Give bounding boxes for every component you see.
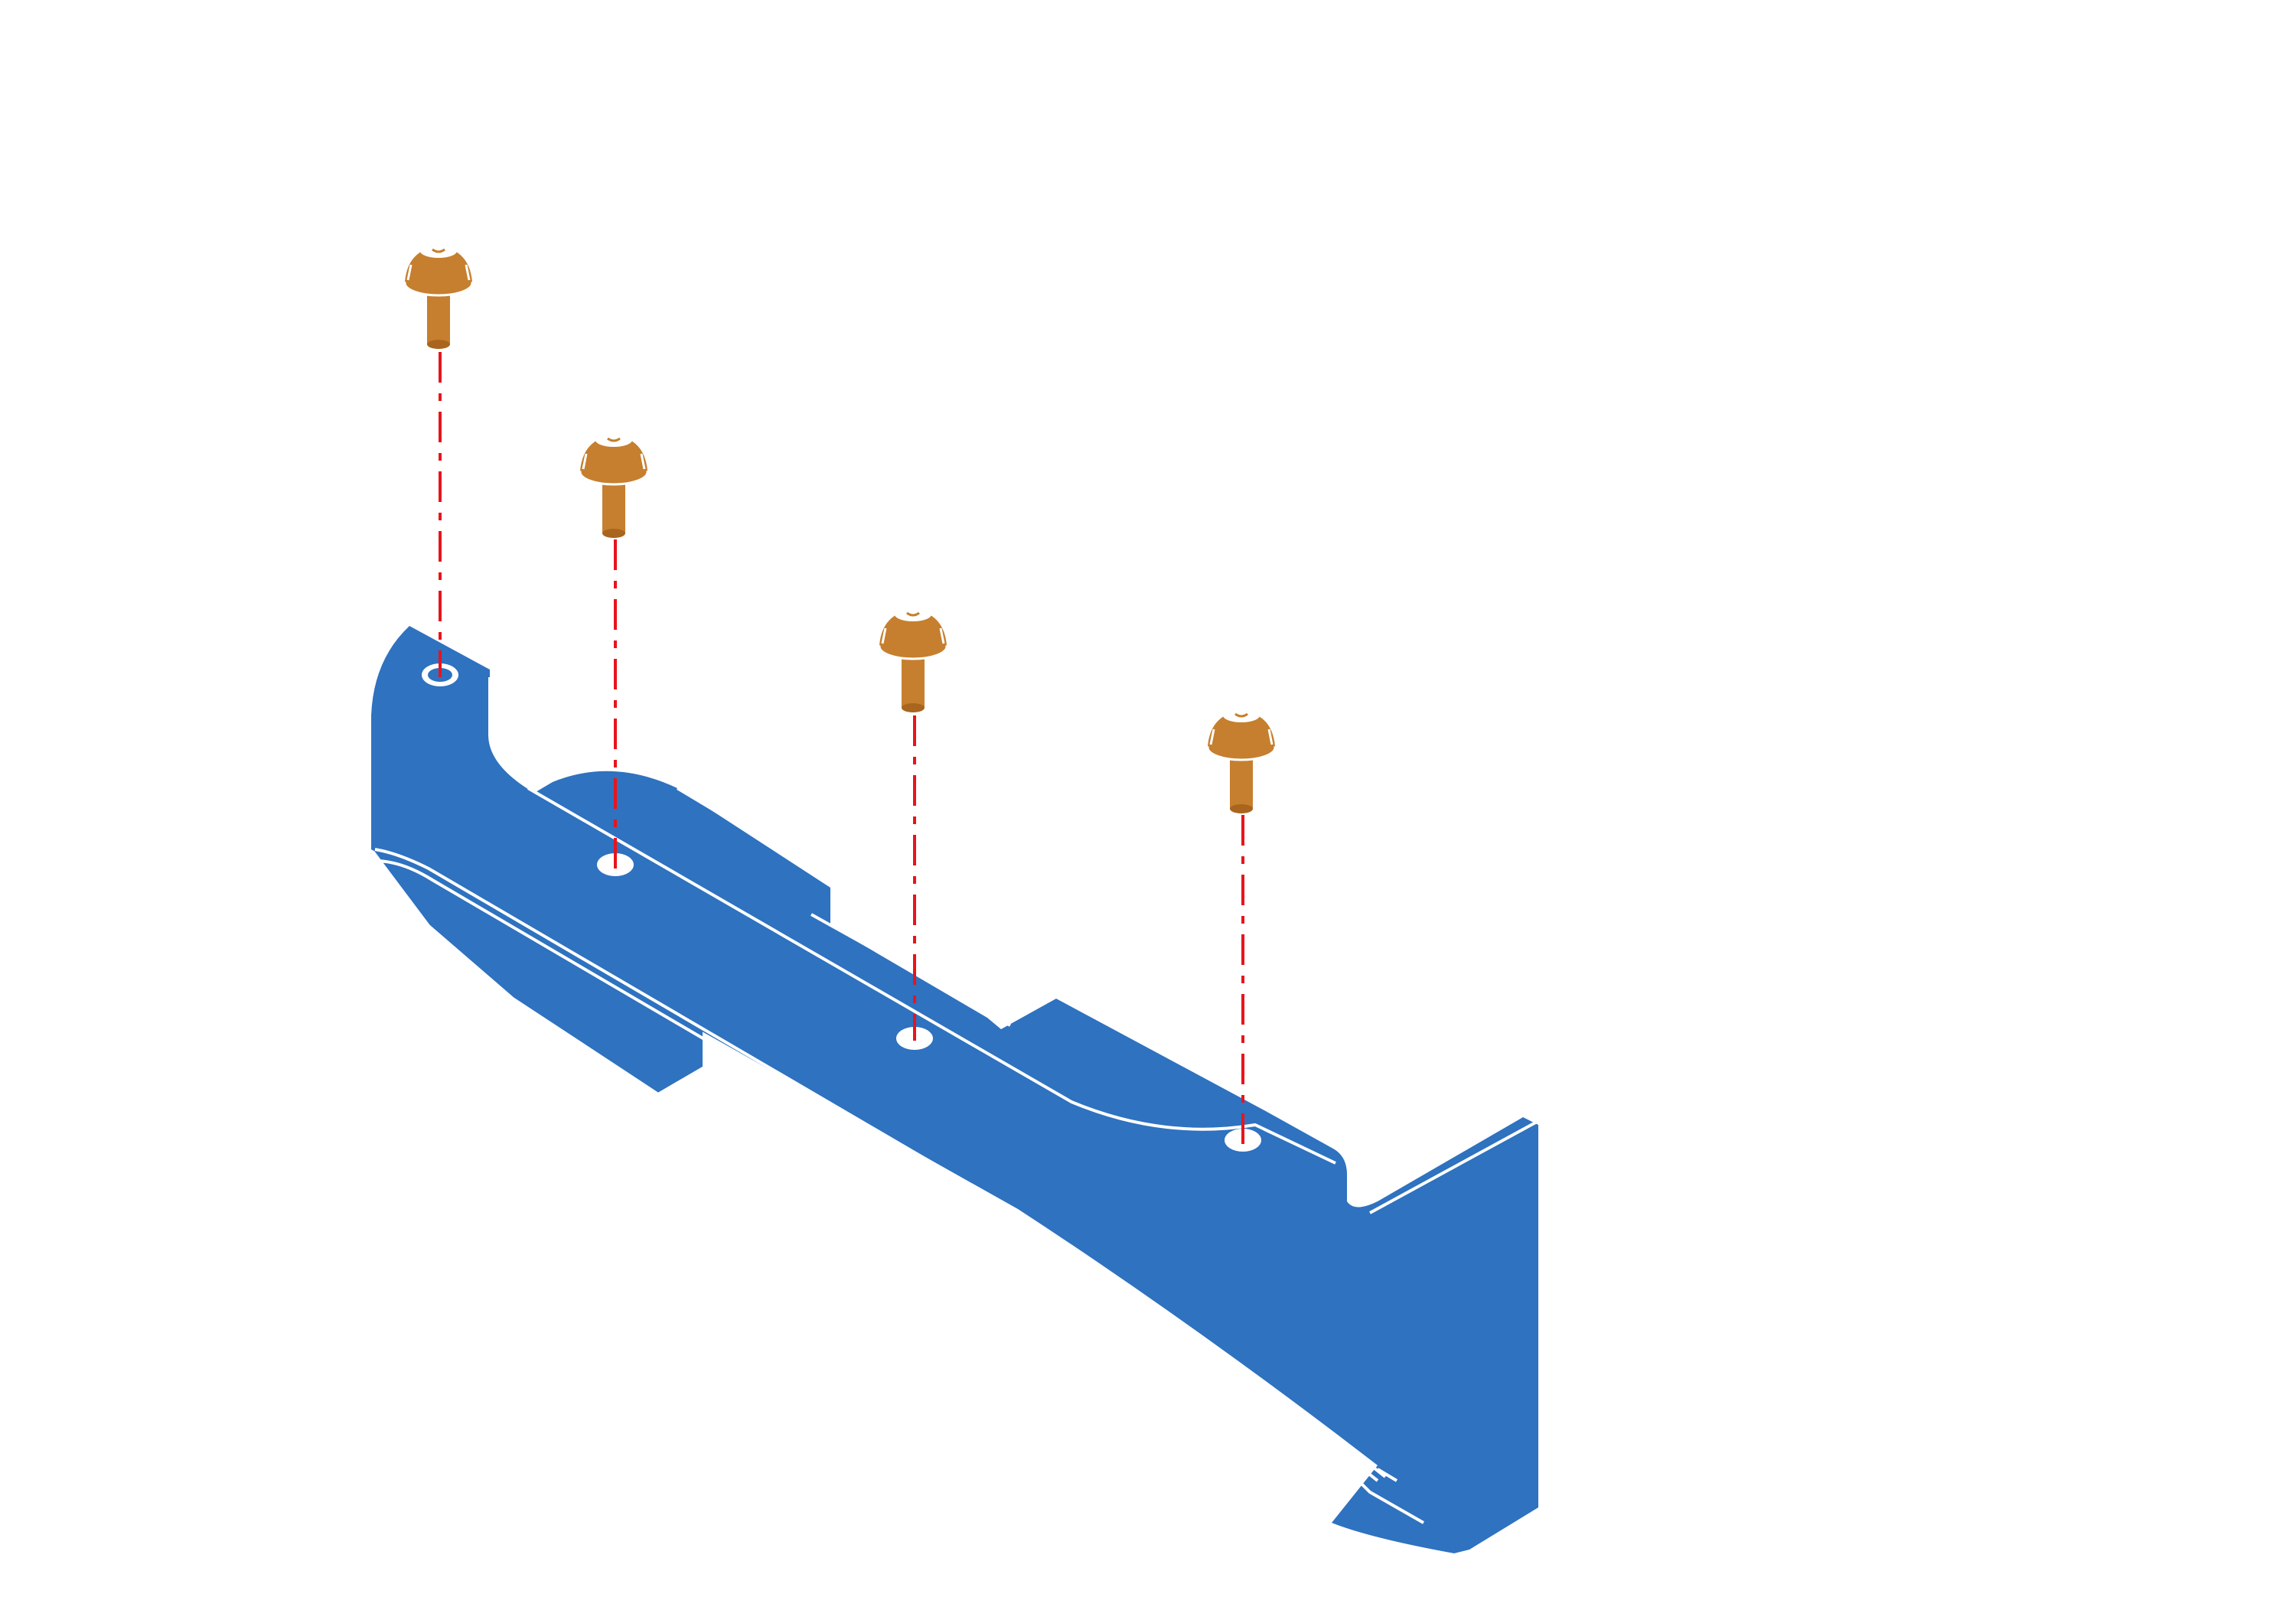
- bracket-main-body: [371, 626, 1538, 1553]
- screw-icon: [579, 432, 649, 539]
- bracket-ridge-line: [676, 787, 1011, 1027]
- bracket-ridge-line: [527, 787, 1336, 1165]
- bracket-edge-line: [1369, 1119, 1539, 1214]
- bracket-edge-line: [1307, 1429, 1424, 1524]
- screw-icon: [403, 243, 474, 350]
- bracket-edge-line: [374, 848, 1387, 1478]
- alignment-guides: [439, 352, 1244, 1144]
- screw-icon: [878, 606, 948, 714]
- bracket-edge-line: [374, 859, 1379, 1482]
- screw-icon: [1206, 707, 1277, 815]
- bracket-part: [367, 626, 1539, 1553]
- bracket-edge-line: [488, 677, 537, 794]
